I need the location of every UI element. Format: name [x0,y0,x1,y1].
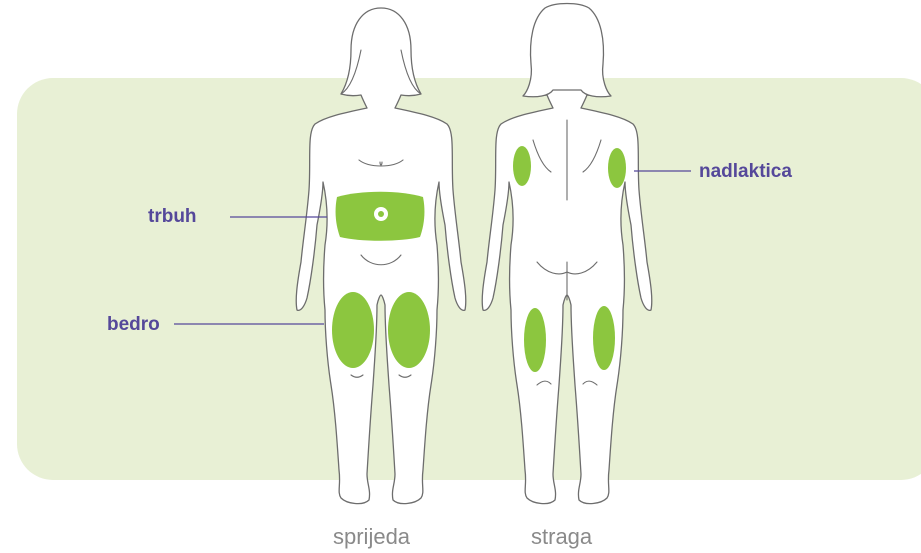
thigh-label: bedro [107,315,160,334]
abdomen-label: trbuh [148,207,197,226]
upper-arm-label: nadlaktica [699,162,792,181]
back-left-upper-arm-zone [513,146,531,186]
back-right-upper-arm-zone [608,148,626,188]
back-caption: straga [531,526,592,548]
front-left-thigh-zone [332,292,374,368]
front-figure [296,8,466,504]
back-left-thigh-zone [524,308,546,372]
front-right-thigh-zone [388,292,430,368]
back-right-thigh-zone [593,306,615,370]
back-figure [482,4,652,504]
front-caption: sprijeda [333,526,410,548]
